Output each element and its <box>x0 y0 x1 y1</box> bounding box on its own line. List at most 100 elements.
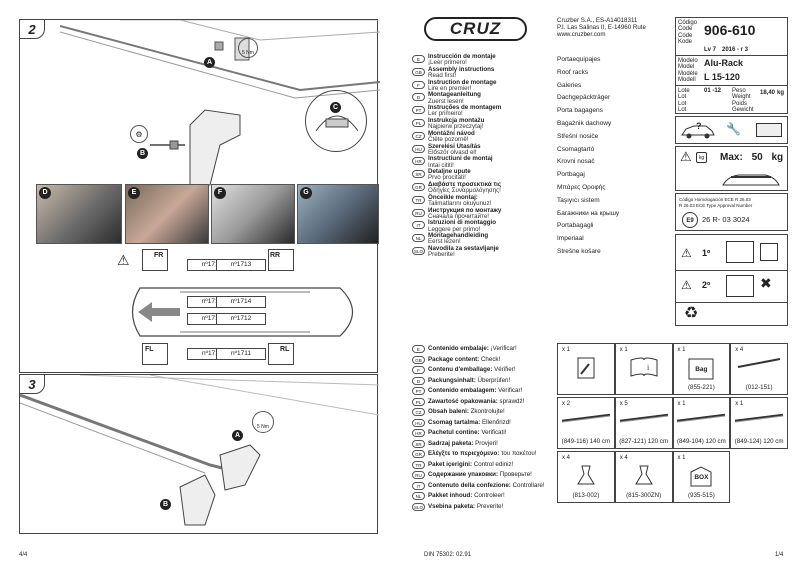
language-code-badge: CZ <box>412 408 425 416</box>
part-cell: x 1 <box>557 343 615 395</box>
part-cell: x 2(849-116) 140 cm <box>557 397 615 449</box>
product-type-name: Galeries <box>557 81 582 89</box>
content-value: Verificati! <box>481 429 507 436</box>
right-page-number: 1/4 <box>775 552 784 558</box>
instruction-title: Assembly instructions <box>428 65 495 73</box>
torque-value: 5 Nm <box>242 50 254 56</box>
language-code-badge: GR <box>412 183 425 191</box>
language-code-badge: CZ <box>412 131 425 140</box>
instruction-title: Διαβάστε προσεκτικά τις <box>428 181 502 188</box>
label-a-step3: A <box>232 430 243 441</box>
model-label: Modell <box>678 76 696 83</box>
instruction-title: Instructiuni de montaj <box>428 155 493 163</box>
approval-number: 26 R- 03 3024 <box>702 215 750 224</box>
content-value: Проверьте! <box>499 471 532 478</box>
product-type-name: Csomagtartó <box>557 145 595 153</box>
part-number: (813-002) <box>572 492 600 499</box>
content-value: Verificar! <box>498 387 523 394</box>
company-website: www.cruzber.com <box>557 31 606 38</box>
part-cell: x 4 (813-002) <box>557 451 615 503</box>
part-number: (815-300ZN) <box>626 492 662 499</box>
weight-icon: kg <box>696 152 707 163</box>
part-quantity: x 4 <box>562 455 571 461</box>
instruction-title: Szerelési Utasítás <box>428 142 481 150</box>
lote-label: Lot <box>678 106 687 113</box>
instruction-title: Instrukcja montażu <box>428 117 485 124</box>
part-number: (935-515) <box>687 492 715 499</box>
instruction-sub: Talimatlarını okuyunuz! <box>428 200 492 207</box>
language-code-badge: E <box>412 345 425 353</box>
language-code-badge: GB <box>412 67 425 76</box>
roof-load-icon <box>722 174 780 186</box>
instruction-sub: Read first! <box>428 72 457 79</box>
unpack-box-icon <box>726 241 754 263</box>
language-code-badge: SLO <box>412 247 425 255</box>
content-value: Provjeri! <box>475 439 498 447</box>
photo-d: D <box>36 184 122 244</box>
homologation-line2: R 26.03 ECE Type Approval Number <box>679 203 753 208</box>
parts-check-icon <box>726 275 754 297</box>
left-page-number: 4/4 <box>19 552 28 558</box>
product-type-name: Portbagaj <box>557 171 585 179</box>
part-quantity: x 4 <box>619 455 628 461</box>
step-3-number: 3 <box>19 374 45 394</box>
corner-fr-icon <box>142 249 168 271</box>
model-label: Modèle <box>678 70 698 77</box>
language-code-badge: RU <box>412 208 425 217</box>
part-number: (012-151) <box>745 384 773 391</box>
product-type-name: Krovni nosač <box>557 158 595 166</box>
bar-icon <box>558 410 614 428</box>
content-value: Controllare! <box>512 481 545 489</box>
instruction-sub: Leggere per primo! <box>428 225 481 233</box>
info-book-icon: i <box>616 356 672 383</box>
bar-icon <box>731 410 787 428</box>
content-value: Überprüfen! <box>477 376 511 384</box>
position-label: nº1711 <box>216 348 266 360</box>
instruction-sub: Ler primeiro! <box>428 110 463 118</box>
part-quantity: x 5 <box>619 401 628 407</box>
product-type-name: Багажники на крышу <box>557 209 620 217</box>
part-quantity: x 1 <box>562 347 571 353</box>
weight-check-icon <box>760 243 778 261</box>
lote-label: Lot <box>678 100 687 107</box>
language-code-badge: SR <box>412 170 425 179</box>
brand-logo: CRUZ <box>424 17 527 41</box>
corner-fl-icon <box>142 343 168 365</box>
position-label: nº1712 <box>216 313 266 325</box>
wrench-icon: ⚙ <box>130 125 148 143</box>
max-load-box: ⚠ kg Max: 50 kg <box>675 146 788 191</box>
label-d: D <box>39 187 51 199</box>
no-trash-icon: ✖ <box>760 275 772 291</box>
product-code: 906-610 <box>704 22 756 38</box>
foot-icon <box>558 464 614 491</box>
instruction-sub: Lire en premier! <box>428 84 472 92</box>
language-code-badge: HU <box>412 418 425 427</box>
bracket-b-drawing <box>150 109 241 186</box>
language-code-badge: F <box>412 80 425 89</box>
weight-unit: kg <box>777 90 785 96</box>
instruction-sub: Először olvasd el! <box>428 148 477 156</box>
product-type-name: Bagażnik dachowy <box>557 120 612 127</box>
part-quantity: x 1 <box>677 455 686 461</box>
weight-label: Gewicht <box>732 106 754 113</box>
weight-label: Peso <box>732 88 746 94</box>
homologation-line1: Código Homologación ECE R 26.03 <box>679 197 751 202</box>
part-cell: x 5(827-121) 120 cm <box>614 397 673 449</box>
company-name: Cruzber S.A., ES-A14018311 <box>557 17 638 24</box>
position-label: nº1713 <box>216 259 266 271</box>
model-name: Alu-Rack <box>704 58 744 68</box>
content-label: Obsah baleni: <box>428 408 469 415</box>
corner-rr-label: RR <box>270 252 281 259</box>
corner-rl-icon <box>268 343 294 365</box>
part-quantity: x 1 <box>619 347 628 353</box>
content-label: Ελέγξτε το περιεχόμενο: <box>428 450 500 457</box>
recycle-icon: ♻ <box>684 305 699 322</box>
